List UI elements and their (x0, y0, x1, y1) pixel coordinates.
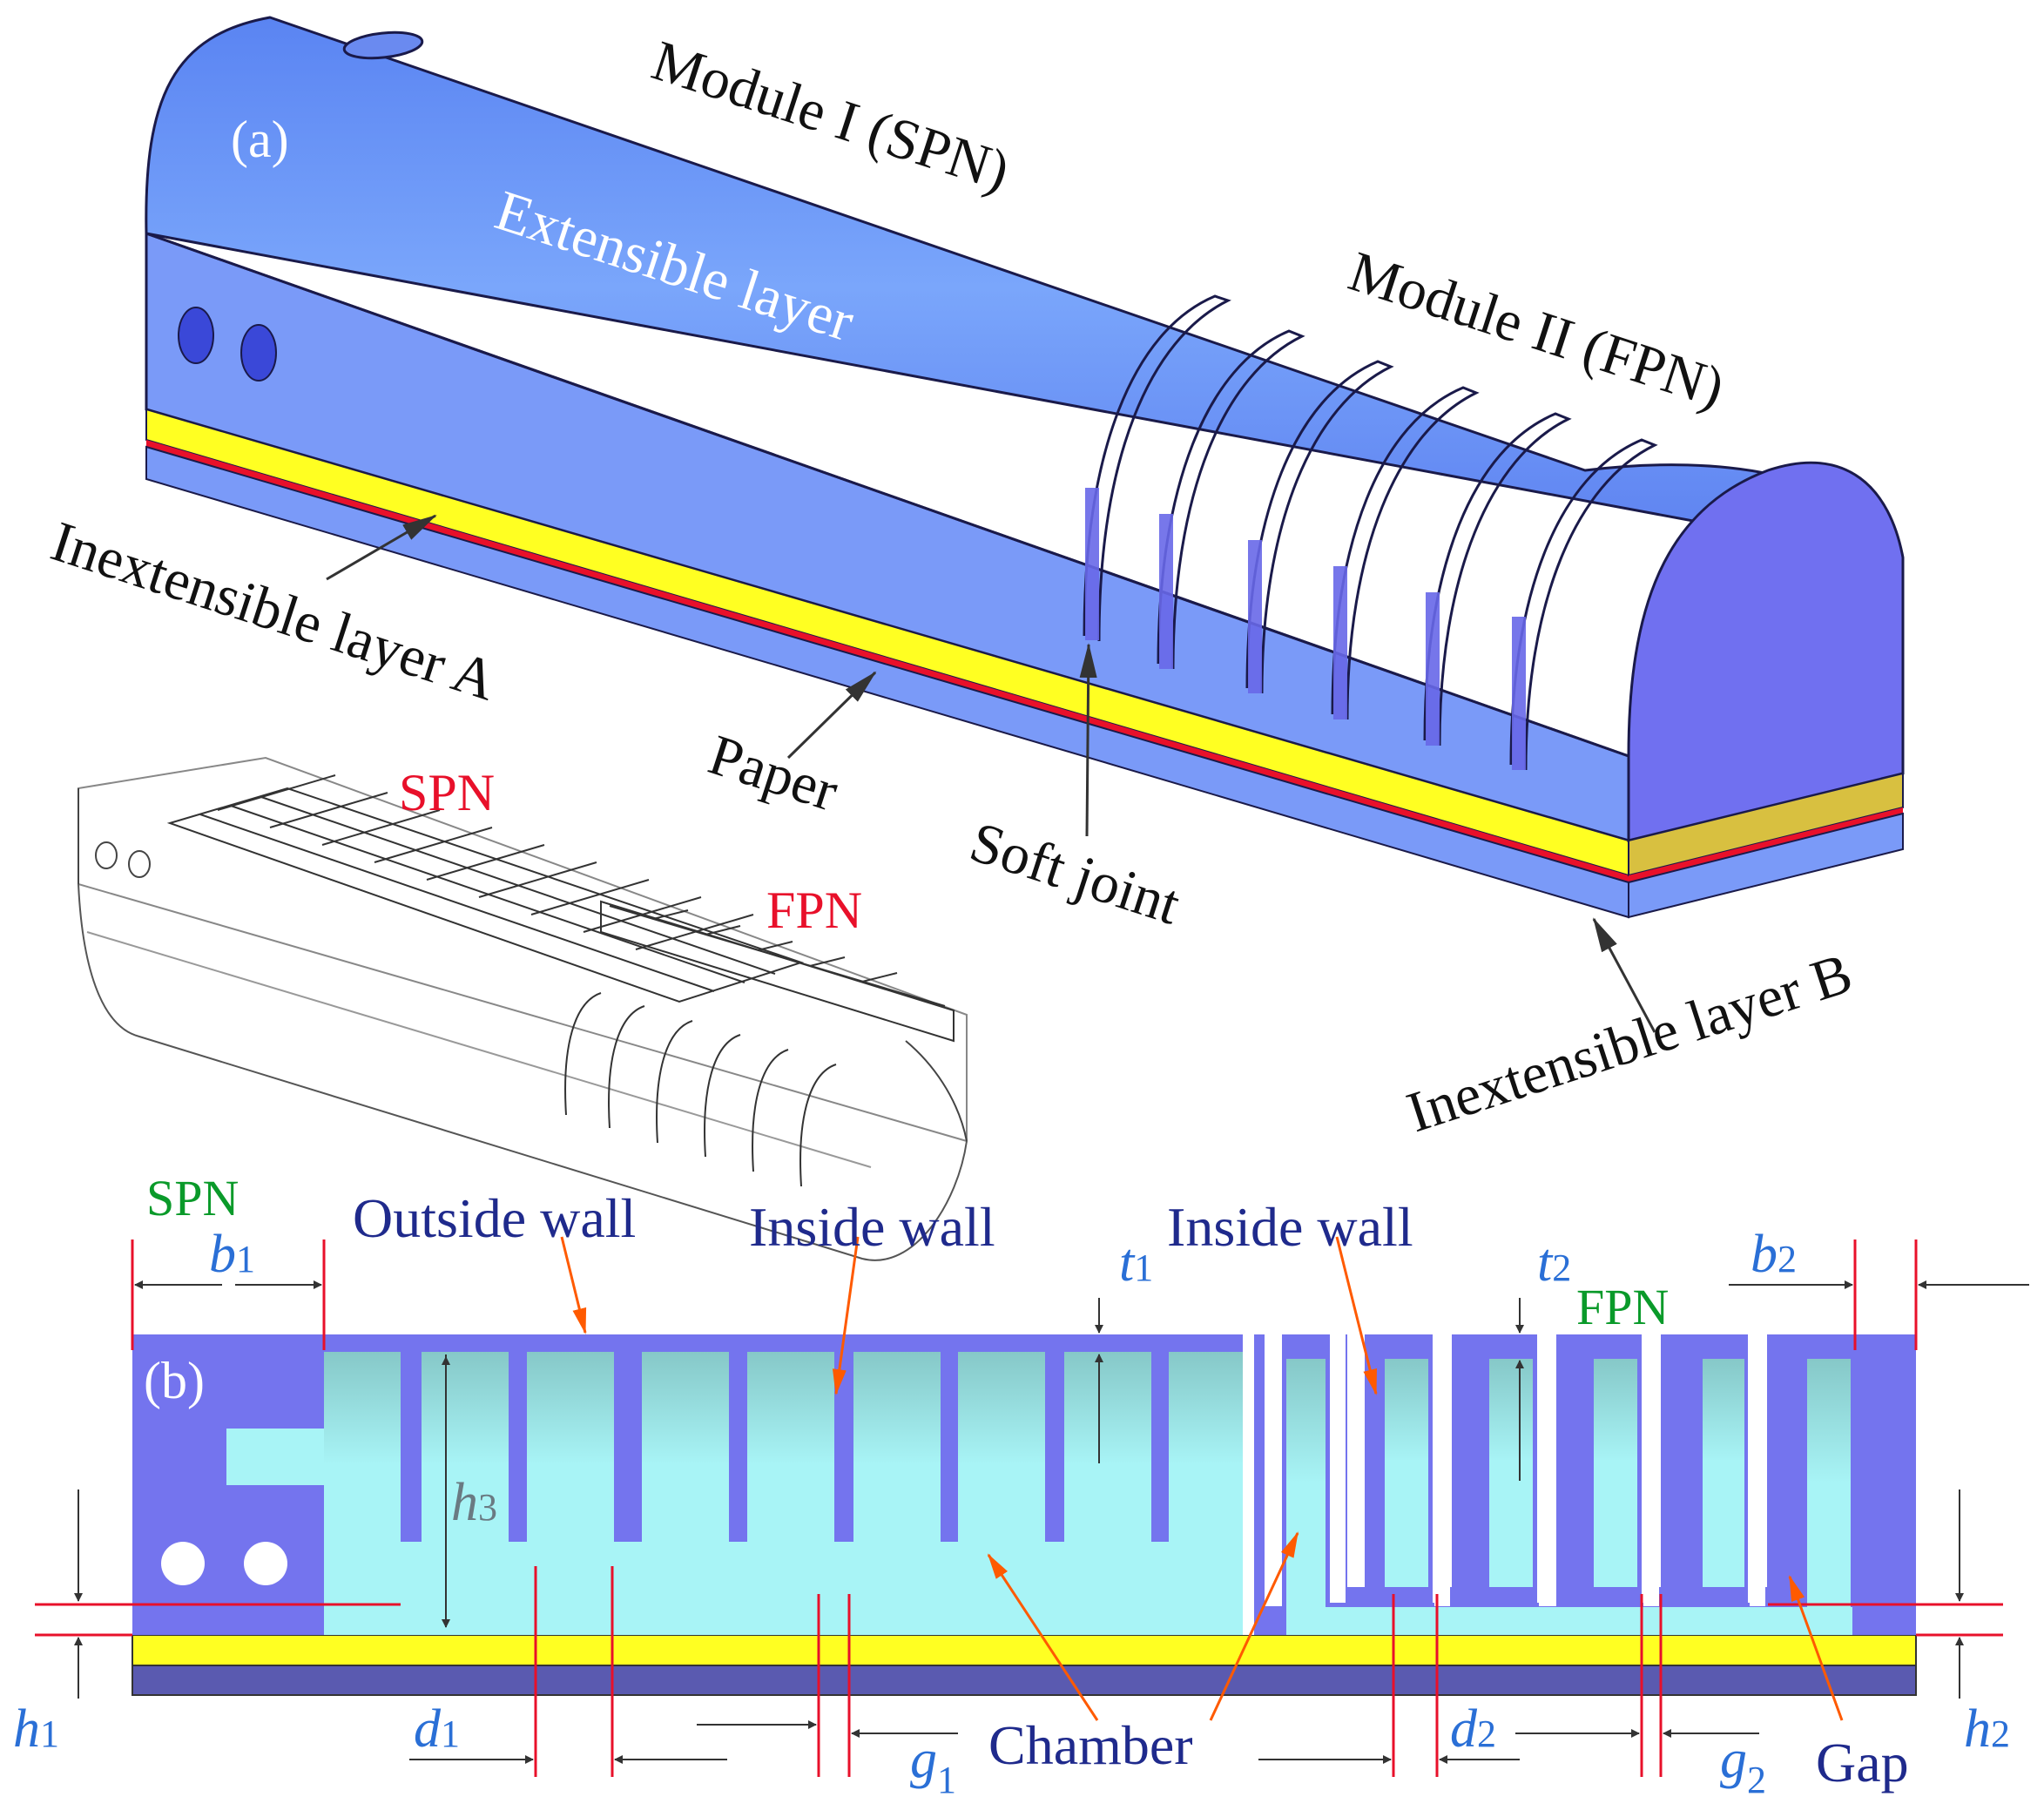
module-2-label: Module II (FPN) (1341, 240, 1731, 421)
spn-hole-1 (161, 1542, 205, 1585)
spn-hole-2 (244, 1542, 287, 1585)
inside-wall-label-2: Inside wall (1167, 1196, 1413, 1258)
gap-label: Gap (1816, 1732, 1909, 1793)
dim-b1: b1 (209, 1225, 255, 1284)
inlet-hole (342, 30, 424, 60)
panel-a: (a) Module I (SPN) Extensible layer Modu… (44, 16, 1905, 1261)
dim-g1: g1 (910, 1730, 956, 1801)
dim-g2: g2 (1720, 1730, 1766, 1801)
dim-b2: b2 (1751, 1225, 1797, 1284)
dim-h1: h1 (13, 1699, 59, 1759)
pointer-arrows-orange (560, 1236, 1844, 1721)
spn-chambers (324, 1352, 1247, 1635)
fpn-slot-faces (1085, 488, 1526, 770)
dim-t1: t1 (1119, 1233, 1153, 1293)
dim-d2: d2 (1450, 1699, 1496, 1759)
outside-wall-label: Outside wall (353, 1187, 636, 1249)
spn-inside-walls (401, 1352, 1169, 1542)
side-hole-1 (178, 307, 214, 364)
spn-label-b: SPN (146, 1170, 239, 1226)
section-bottom-layer (132, 1665, 1917, 1696)
dim-t2: t2 (1537, 1233, 1571, 1293)
arrow-inext-a (326, 514, 437, 581)
inextensible-layer-b-label: Inextensible layer B (1400, 942, 1859, 1145)
dimension-red-lines (35, 1239, 2003, 1777)
section-yellow-layer (132, 1634, 1917, 1666)
fpn-slots (1083, 294, 1658, 771)
panel-a-tag: (a) (231, 111, 289, 168)
dim-d1: d1 (414, 1699, 460, 1759)
fpn-label-b: FPN (1576, 1279, 1669, 1335)
inside-wall-label-1: Inside wall (749, 1196, 995, 1258)
dim-h2: h2 (1964, 1699, 2010, 1759)
chamber-label: Chamber (988, 1714, 1193, 1776)
panel-b: (b) SPN FPN Outside wall Inside wall Ins… (13, 1170, 2029, 1801)
dimension-arrows (74, 1280, 2029, 1764)
inset-spn-label: SPN (399, 764, 495, 821)
fpn-gaps (1265, 1334, 1767, 1606)
dim-h3: h3 (451, 1473, 497, 1532)
soft-joint-label: Soft joint (962, 810, 1187, 937)
arrow-paper (786, 671, 877, 760)
paper-label: Paper (701, 723, 845, 824)
dimension-symbols: b1 b2 t1 t2 h1 h2 h3 d1 d2 g1 g2 (13, 1225, 2010, 1801)
arrow-inext-b (1592, 917, 1656, 1033)
fpn-chambers (1286, 1359, 1852, 1635)
inset-wireframe (78, 756, 968, 1261)
side-hole-2 (240, 324, 277, 382)
panel-b-tag: (b) (144, 1352, 205, 1409)
paper-layer (146, 440, 1629, 882)
arrow-soft-joint (1079, 643, 1097, 837)
body-end-face (1627, 461, 1905, 842)
inset-fpn-label: FPN (766, 881, 862, 939)
